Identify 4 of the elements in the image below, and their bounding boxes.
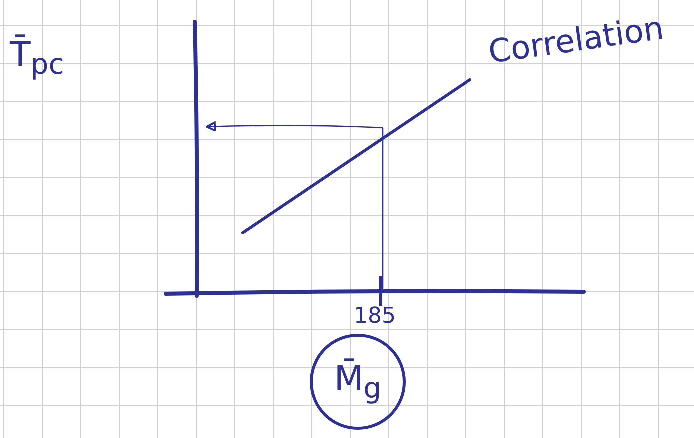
correlation-label: Correlation [486, 12, 666, 68]
symbol-label: M̄$_{g}$ [334, 359, 382, 405]
circled-symbol [310, 334, 406, 430]
tick-label: 185 [354, 306, 396, 328]
